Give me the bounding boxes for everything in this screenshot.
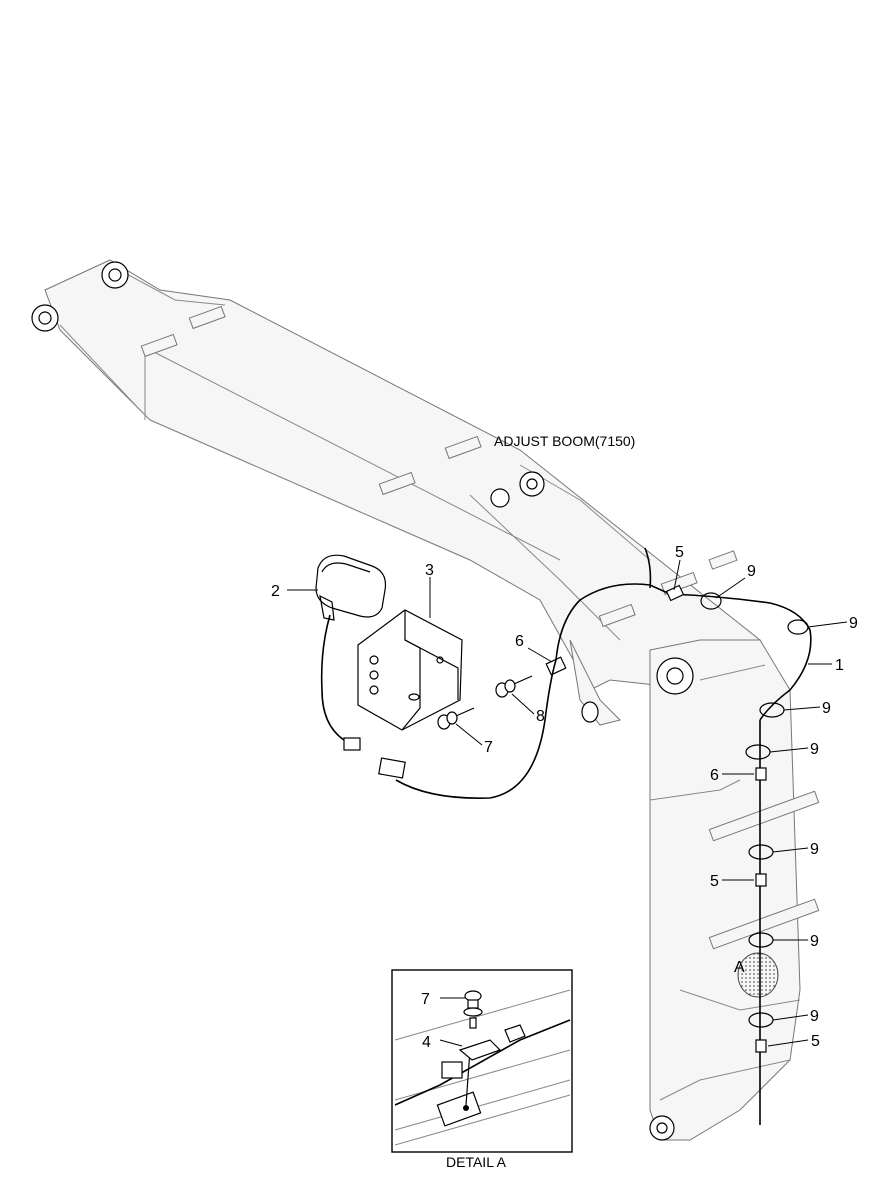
bolt-8 (495, 675, 533, 698)
callout-2: 2 (271, 583, 280, 600)
callout-9b: 9 (849, 615, 858, 632)
detail-clip-4 (458, 1039, 502, 1061)
work-lamp (315, 554, 387, 618)
detail-bolt-7 (463, 990, 483, 1029)
detail-a-letter: A (734, 959, 745, 976)
harness-connector (378, 757, 406, 779)
callout-9a: 9 (747, 563, 756, 580)
clip-5a (665, 584, 685, 602)
clip-5b (755, 873, 767, 887)
callout-7: 7 (484, 739, 493, 756)
callout-5-bottom: 5 (811, 1033, 820, 1050)
wire-harness (320, 547, 812, 1125)
boom-structure (31, 259, 761, 726)
clip-5c (755, 1039, 767, 1053)
arm-structure (649, 639, 820, 1141)
callout-6-arm: 6 (710, 767, 719, 784)
leader-lines (287, 559, 848, 1047)
callout-5-top: 5 (675, 544, 684, 561)
callout-6-boom: 6 (515, 633, 524, 650)
arm-body (649, 639, 801, 1141)
adjust-boom-label: ADJUST BOOM(7150) (494, 433, 635, 449)
callout-9c: 9 (822, 700, 831, 717)
work-lamp-assembly (315, 554, 567, 779)
callout-9d: 9 (810, 741, 819, 758)
detail-a-marker (737, 952, 779, 998)
bolt-7 (437, 707, 475, 730)
callout-9e: 9 (810, 841, 819, 858)
detail-a-caption: DETAIL A (446, 1154, 507, 1170)
lamp-bracket (357, 609, 463, 731)
callout-5-mid: 5 (710, 873, 719, 890)
lamp-connector (343, 737, 361, 751)
detail-connector (441, 1061, 463, 1079)
callout-7-detail: 7 (421, 991, 430, 1008)
clamp-9a (700, 592, 722, 610)
clip-6-arm (755, 767, 767, 781)
callout-3: 3 (425, 562, 434, 579)
callout-9f: 9 (810, 933, 819, 950)
callout-1: 1 (835, 657, 844, 674)
callout-4: 4 (422, 1034, 431, 1051)
callout-9g: 9 (810, 1008, 819, 1025)
clip-6-boom (545, 656, 567, 676)
clamp-9b (787, 619, 809, 635)
detail-a-inset (391, 969, 573, 1153)
clamps (665, 584, 809, 1053)
callout-8: 8 (536, 708, 545, 725)
